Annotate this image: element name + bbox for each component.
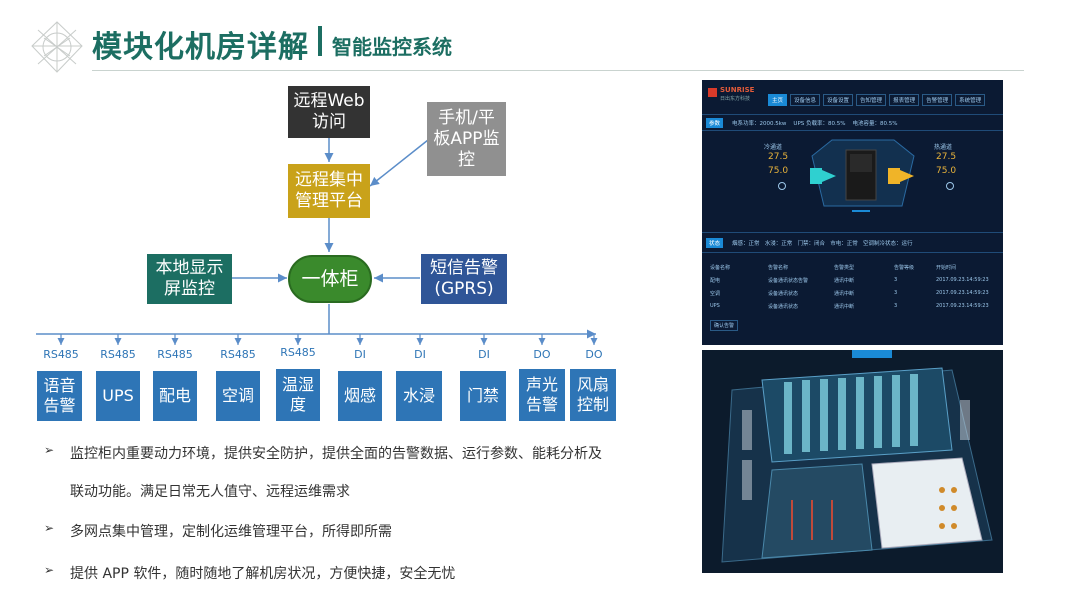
hot-hum: 75.0 [936,166,957,176]
sensor-sound-light-alarm: 声光 告警 [519,369,565,421]
hot-aisle-label: 热通道 [934,144,953,151]
status-tag: 状态 [706,238,724,248]
divider [702,232,1003,233]
summary-line: 电系功率：2000.5kw UPS 负载率：80.5% 电池容量：80.5% [732,121,898,127]
port-label: DI [354,348,366,361]
summary-tag: 参数 [706,118,724,128]
cabinet-node: 一体柜 [288,255,372,303]
status-line: 烟感：正常 水浸：正常 门禁：闭合 市电：正常 空调制冷状态：运行 [732,241,913,247]
sensor-ups: UPS [96,371,140,421]
cold-temp: 27.5 [768,152,789,162]
page-subtitle: 智能监控系统 [332,35,452,59]
tab-home[interactable]: 主页 [768,94,788,106]
tab-device-settings[interactable]: 设备设置 [823,94,854,106]
cold-hum: 75.0 [768,166,789,176]
datacenter-floorplan-illustration [702,350,1003,573]
tab-system[interactable]: 系统管理 [955,94,986,106]
central-platform-box: 远程集中 管理平台 [288,164,370,218]
bullet-arrow-icon: ➢ [44,521,55,535]
table-row: UPS 设备通讯状态 通讯中断 3 2017.09.23.14:59:23 [710,303,989,310]
brand-subtitle: 日出东方科技 [720,96,751,102]
port-label: RS485 [157,348,193,361]
divider [702,252,1003,253]
sensor-fan-control: 风扇 控制 [570,369,616,421]
alarm-table: 设备名称 告警名称 告警类型 告警等级 开始时间 配电 设备通讯状态告警 通讯中… [710,264,998,310]
port-label: RS485 [43,348,79,361]
port-label: RS485 [220,348,256,361]
bullet-arrow-icon: ➢ [44,443,55,457]
diagram-connectors [36,138,598,345]
sms-alarm-box: 短信告警 (GPRS) [421,254,507,304]
port-label: DI [478,348,490,361]
tab-device-info[interactable]: 设备信息 [790,94,821,106]
port-label: RS485 [280,346,316,359]
sensor-voice-alarm: 语音 告警 [37,371,82,421]
remote-web-box: 远程Web 访问 [288,86,370,138]
bullet-arrow-icon: ➢ [44,563,55,577]
confirm-alarm-button[interactable]: 确认告警 [710,320,739,331]
dashboard-screenshot: SUNRISE 日出东方科技 主页 设备信息 设备设置 告知管理 报表管理 告警… [702,80,1003,345]
divider [702,114,1003,115]
sensor-air-conditioning: 空调 [216,371,260,421]
port-label: RS485 [100,348,136,361]
local-display-box: 本地显示 屏监控 [147,254,232,304]
tab-reports[interactable]: 报表管理 [889,94,920,106]
brand-logo-icon [708,88,717,97]
port-label: DO [533,348,551,361]
port-label: DO [585,348,603,361]
title-divider [318,26,322,56]
sensor-smoke: 烟感 [338,371,382,421]
header-rule [92,70,1024,71]
table-row: 配电 设备通讯状态告警 通讯中断 3 2017.09.23.14:59:23 [710,277,989,284]
dashboard-tabs: 主页 设备信息 设备设置 告知管理 报表管理 告警管理 系统管理 [768,94,986,106]
table-row: 空调 设备通讯状态 通讯中断 3 2017.09.23.14:59:23 [710,290,989,297]
table-header: 设备名称 告警名称 告警类型 告警等级 开始时间 [710,265,957,271]
page-title: 模块化机房详解 [92,30,309,65]
sensor-power-distribution: 配电 [153,371,197,421]
hot-indicator-icon [946,182,954,190]
cold-aisle-label: 冷通道 [764,144,783,151]
port-label: DI [414,348,426,361]
sensor-temp-humidity: 温湿 度 [276,369,320,421]
sensor-access-control: 门禁 [460,371,506,421]
cold-indicator-icon [778,182,786,190]
cabinet-illustration [810,139,915,212]
mobile-app-box: 手机/平 板APP监 控 [427,102,506,176]
logo-icon [31,21,83,73]
divider [702,130,1003,131]
sensor-water-leak: 水浸 [396,371,442,421]
datacenter-3d-render [702,350,1003,573]
tab-notify[interactable]: 告知管理 [856,94,887,106]
brand-name: SUNRISE [720,86,755,94]
tab-alarms[interactable]: 告警管理 [922,94,953,106]
hot-temp: 27.5 [936,152,957,162]
